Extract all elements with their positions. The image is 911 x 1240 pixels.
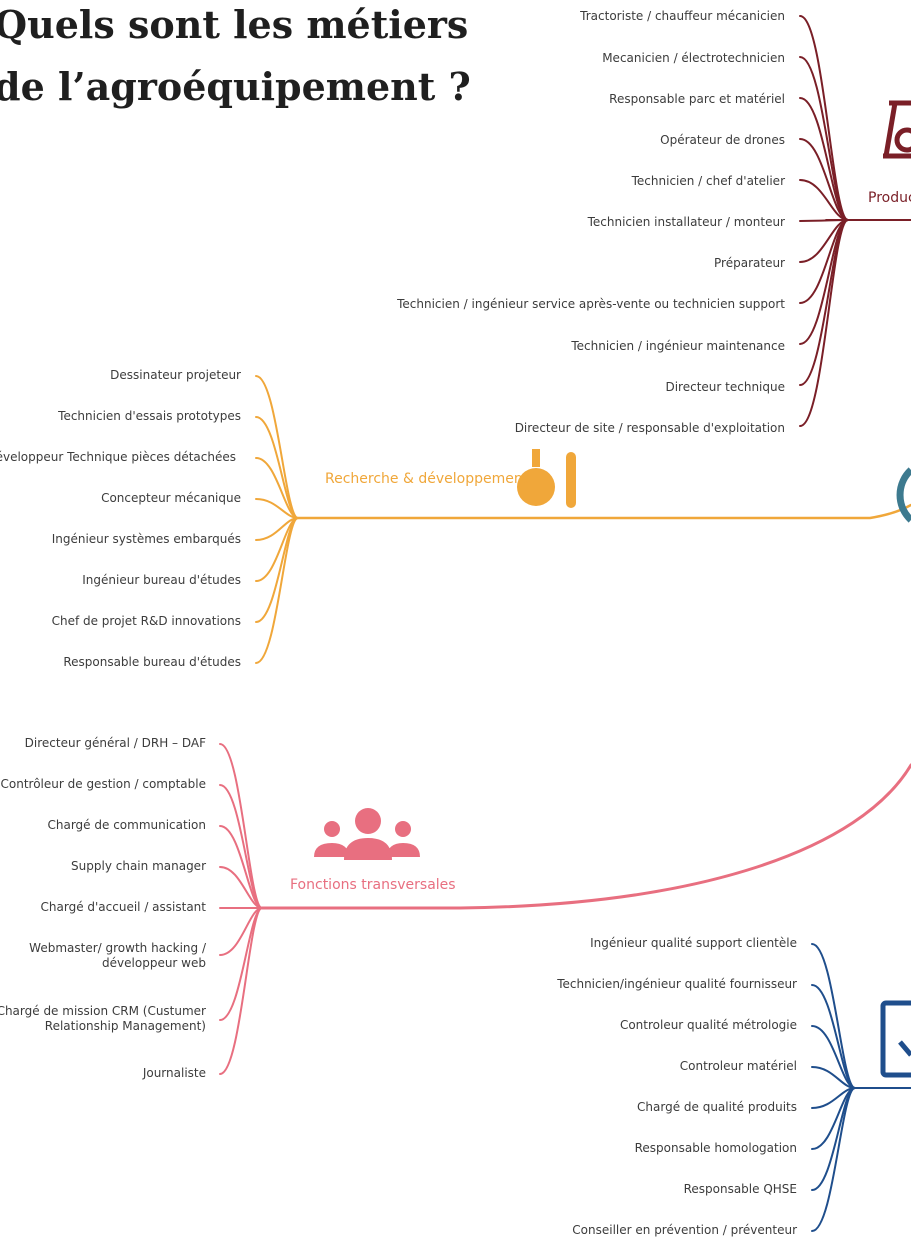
lab-flask-icon: [517, 449, 576, 508]
connector-quality: [811, 1025, 856, 1089]
connector-quality: [811, 1087, 856, 1232]
leaf-production: Technicien / ingénieur service après-ven…: [397, 297, 785, 311]
leaf-production: Mecanicien / électrotechnicien: [602, 51, 785, 65]
leaf-production: Préparateur: [714, 256, 785, 270]
connector-transversal: [219, 825, 263, 909]
leaf-rd: Responsable bureau d'études: [63, 655, 241, 669]
leaf-rd: Dessinateur projeteur: [110, 368, 241, 382]
leaf-transversal: Directeur général / DRH – DAF: [24, 736, 206, 750]
leaf-transversal: Webmaster/ growth hacking / développeur …: [29, 941, 206, 970]
branch-label-rd: Recherche & développement: [325, 471, 529, 487]
connector-quality: [811, 984, 856, 1089]
branch-label-production: Produc: [868, 190, 911, 206]
connector-production: [799, 138, 849, 221]
leaf-quality: Conseiller en prévention / préventeur: [572, 1223, 797, 1237]
center-node: [896, 467, 911, 523]
leaf-transversal: Chargé de mission CRM (Custumer Relation…: [0, 1004, 206, 1033]
branch-label-transversal: Fonctions transversales: [290, 877, 456, 893]
connector-rd: [255, 375, 299, 519]
leaf-production: Directeur de site / responsable d'exploi…: [514, 421, 785, 435]
leaf-rd: Développeur Technique pièces détachées: [0, 450, 236, 464]
leaf-production: Technicien installateur / monteur: [587, 215, 785, 229]
connector-production: [799, 219, 849, 345]
leaf-rd: Concepteur mécanique: [101, 491, 241, 505]
connector-transversal: [219, 784, 263, 909]
connector-production: [799, 219, 849, 427]
leaf-rd: Ingénieur bureau d'études: [82, 573, 241, 587]
leaf-transversal: Journaliste: [142, 1066, 206, 1080]
leaf-quality: Chargé de qualité produits: [637, 1100, 797, 1114]
page-title: Quels sont les métiers de l’agroéquipeme…: [0, 0, 471, 118]
connector-quality: [811, 943, 856, 1089]
leaf-production: Directeur technique: [665, 380, 785, 394]
connector-transversal: [219, 907, 263, 1075]
connector-production: [799, 179, 849, 221]
branch-transversal: [260, 763, 911, 910]
leaf-transversal: Chargé d'accueil / assistant: [40, 900, 206, 914]
title-line-1: Quels sont les métiers: [0, 2, 469, 47]
leaf-quality: Controleur qualité métrologie: [619, 1018, 797, 1032]
leaf-quality: Technicien/ingénieur qualité fournisseur: [557, 977, 797, 991]
leaf-quality: Controleur matériel: [679, 1059, 797, 1073]
leaf-transversal: Chargé de communication: [47, 818, 207, 832]
leaf-rd: Technicien d'essais prototypes: [58, 409, 241, 423]
leaf-production: Technicien / ingénieur maintenance: [571, 339, 785, 353]
connector-production: [799, 97, 849, 221]
branch-rd: [296, 503, 911, 520]
title-line-2: de l’agroéquipement ?: [0, 64, 471, 109]
connector-rd: [255, 517, 299, 664]
connector-rd: [255, 416, 299, 519]
leaf-production: Opérateur de drones: [660, 133, 785, 147]
connector-transversal: [219, 907, 263, 956]
leaf-production: Tractoriste / chauffeur mécanicien: [580, 9, 785, 23]
leaf-transversal: Supply chain manager: [71, 859, 206, 873]
leaf-transversal: Contrôleur de gestion / comptable: [0, 777, 206, 791]
leaf-quality: Responsable QHSE: [683, 1182, 797, 1196]
checkbox-icon: [880, 1000, 911, 1078]
leaf-quality: Ingénieur qualité support clientèle: [590, 936, 797, 950]
leaf-rd: Chef de projet R&D innovations: [51, 614, 241, 628]
factory-icon: [883, 100, 911, 159]
leaf-quality: Responsable homologation: [634, 1141, 797, 1155]
people-group-icon: [314, 808, 420, 860]
leaf-production: Responsable parc et matériel: [609, 92, 785, 106]
leaf-rd: Ingénieur systèmes embarqués: [51, 532, 241, 546]
leaf-production: Technicien / chef d'atelier: [631, 174, 785, 188]
connector-transversal: [219, 866, 263, 909]
